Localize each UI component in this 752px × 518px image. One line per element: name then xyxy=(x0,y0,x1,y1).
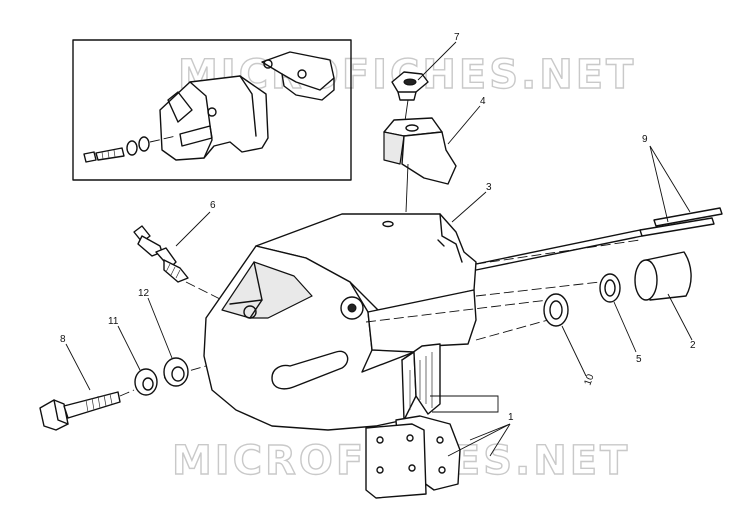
leader-4 xyxy=(447,105,481,145)
callout-2: 2 xyxy=(690,340,696,351)
callout-7: 7 xyxy=(454,32,460,43)
part-1-brake-pads xyxy=(365,395,511,499)
callout-1: 1 xyxy=(508,412,514,423)
part-12-washer xyxy=(147,297,189,387)
part-3-housing xyxy=(203,213,477,431)
callout-11: 11 xyxy=(108,316,119,327)
part-2-bushing xyxy=(634,251,693,341)
callout-6: 6 xyxy=(210,200,216,211)
callout-5: 5 xyxy=(636,354,642,365)
part-11-lock-washer xyxy=(117,325,158,396)
part-6-fitting xyxy=(133,225,243,311)
callout-3: 3 xyxy=(486,182,492,193)
callout-9: 9 xyxy=(642,134,648,145)
part-10-washer xyxy=(543,293,587,377)
part-7-nut xyxy=(391,71,429,129)
part-9-rods xyxy=(475,145,723,271)
part-4-bracket xyxy=(383,117,457,213)
leader-6 xyxy=(175,211,211,247)
callout-10: 10 xyxy=(582,372,596,387)
part-5-washer xyxy=(599,273,637,353)
part-8-bolt xyxy=(39,343,135,431)
callout-8: 8 xyxy=(60,334,66,345)
inset-assembled-view xyxy=(72,39,352,181)
leader-7 xyxy=(417,41,457,81)
leader-3 xyxy=(451,191,487,223)
callout-12: 12 xyxy=(138,288,150,299)
callout-4: 4 xyxy=(480,96,486,107)
